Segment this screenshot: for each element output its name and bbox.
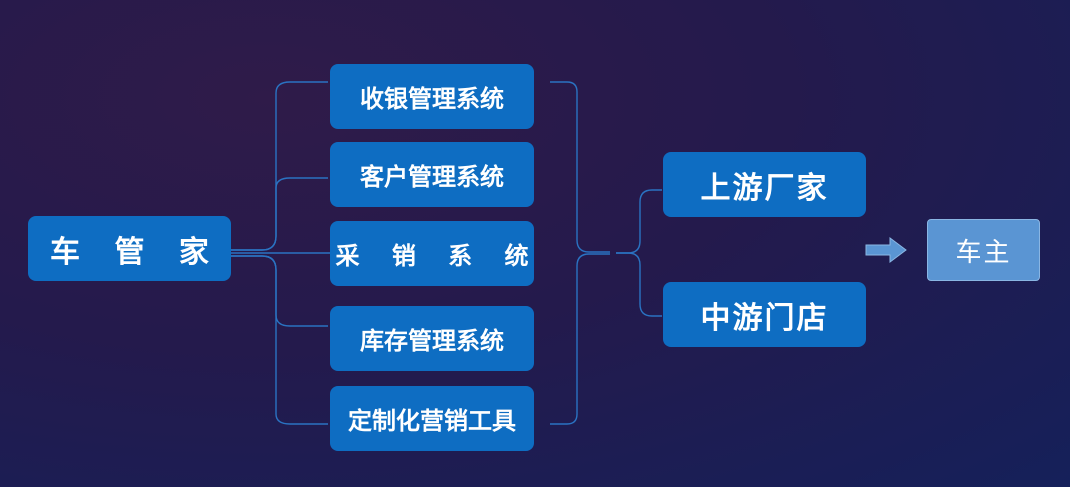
right-arrow-icon bbox=[865, 237, 907, 263]
connector-root-to-module-2 bbox=[231, 177, 328, 251]
module-node-cashier: 收银管理系统 bbox=[330, 64, 534, 129]
connector-root-to-module-5 bbox=[231, 255, 328, 425]
connector-to-target-1 bbox=[616, 189, 662, 254]
module-node-customer: 客户管理系统 bbox=[330, 142, 534, 207]
module-node-marketing: 定制化营销工具 bbox=[330, 386, 534, 451]
target-node-upstream: 上游厂家 bbox=[663, 152, 866, 217]
connector-modules-merge-top bbox=[550, 81, 610, 253]
module-node-inventory: 库存管理系统 bbox=[330, 306, 534, 371]
target-node-midstream: 中游门店 bbox=[663, 282, 866, 347]
connector-root-to-module-4 bbox=[231, 255, 328, 327]
connector-modules-merge-bottom bbox=[550, 253, 610, 425]
connector-to-target-2 bbox=[616, 252, 662, 317]
root-node: 车 管 家 bbox=[28, 216, 231, 281]
connector-root-to-modules bbox=[231, 81, 328, 251]
module-node-purchasing: 采 销 系 统 bbox=[330, 221, 534, 286]
end-node-car-owner: 车主 bbox=[927, 219, 1040, 281]
